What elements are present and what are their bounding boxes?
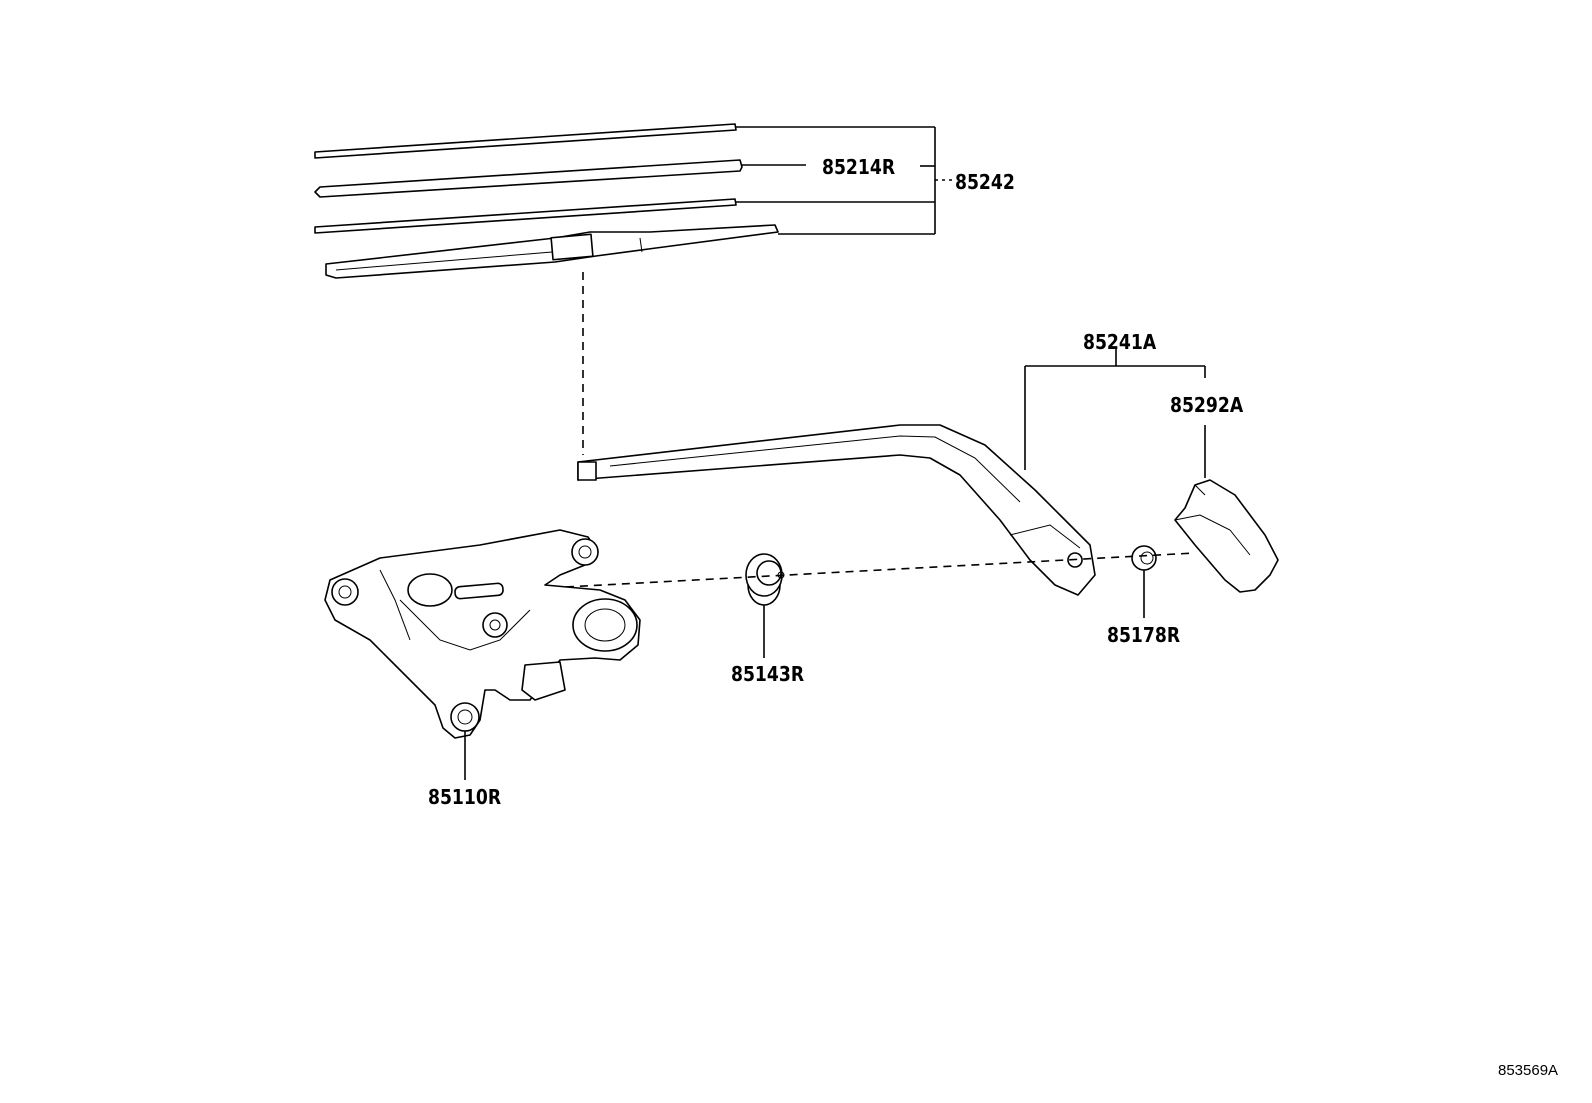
part-label-85292A[interactable]: 85292A: [1170, 393, 1244, 417]
assembly-axis: [509, 552, 1196, 591]
part-label-85143R[interactable]: 85143R: [731, 662, 805, 686]
blade-refill-bottom: [314, 198, 737, 234]
arm-cap: [1174, 479, 1279, 593]
part-label-85110R[interactable]: 85110R: [428, 785, 502, 809]
leader-85241A: [1024, 348, 1206, 470]
leader-85242: [736, 126, 955, 235]
part-label-85214R[interactable]: 85214R: [822, 155, 896, 179]
pivot-cap: [745, 553, 785, 606]
wiper-motor: [324, 529, 641, 739]
part-label-85178R[interactable]: 85178R: [1107, 623, 1181, 647]
diagram-reference-code: 853569A: [1498, 1062, 1559, 1079]
part-label-85242[interactable]: 85242: [955, 170, 1015, 194]
blade-refill-rubber: [314, 159, 743, 198]
nut: [1131, 545, 1157, 571]
blade-refill-top: [314, 123, 737, 159]
wiper-arm: [577, 424, 1096, 596]
wiper-blade: [325, 224, 779, 279]
part-label-85241A[interactable]: 85241A: [1083, 330, 1157, 354]
